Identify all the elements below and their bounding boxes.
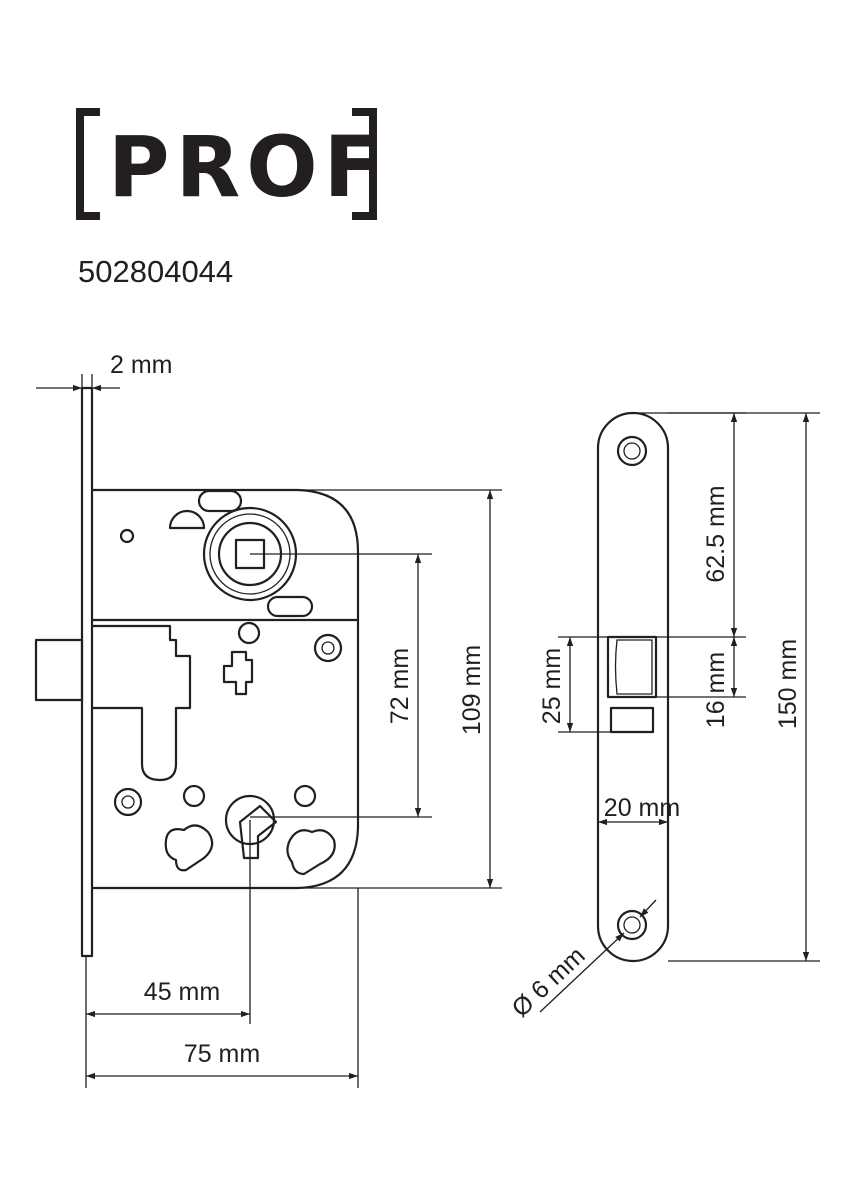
- latch-window: [606, 635, 658, 699]
- dim-case-height-label: 109 mm: [458, 645, 486, 735]
- faceplate-front-view: [596, 411, 670, 963]
- dimension-top-to-latch: 62.5 mm: [632, 412, 746, 638]
- dimension-plate-thickness: 2 mm: [36, 351, 173, 392]
- mounting-hole-lower-left: [113, 787, 143, 817]
- dim-plate-width-label: 20 mm: [604, 794, 680, 822]
- lower-slot: [266, 595, 314, 618]
- dim-latch-height-label: 16 mm: [702, 652, 730, 728]
- latch-lever: [92, 624, 192, 782]
- dim-hole-diameter-label: Ø 6 mm: [506, 942, 590, 1023]
- dimension-case-height: 109 mm: [300, 489, 502, 889]
- heart-cutout-right: [286, 829, 336, 876]
- faceplate-side: [80, 386, 94, 958]
- upper-slot: [197, 489, 243, 513]
- half-moon-stop: [168, 509, 206, 530]
- faceplate-hole-top: [616, 435, 648, 467]
- small-hole-right: [293, 784, 317, 808]
- spring-block: [222, 650, 254, 696]
- dim-top-to-latch-label: 62.5 mm: [702, 485, 730, 582]
- dimension-plate-width: 20 mm: [598, 794, 680, 826]
- pivot-pin: [237, 621, 261, 645]
- dim-backset-label: 45 mm: [144, 978, 220, 1006]
- dimension-backset: 45 mm: [85, 820, 251, 1088]
- mounting-hole-upper: [313, 633, 343, 663]
- deadbolt-window: [609, 706, 655, 734]
- dim-plate-thickness-label: 2 mm: [110, 351, 173, 379]
- heart-cutout-left: [164, 824, 214, 872]
- dimension-plate-length: 150 mm: [668, 412, 820, 962]
- logo-right-bracket: [352, 108, 377, 220]
- dimension-case-width: 75 mm: [86, 888, 359, 1088]
- logo-left-bracket: [76, 108, 100, 220]
- lock-case: [92, 488, 360, 890]
- dim-spindle-to-key-label: 72 mm: [386, 648, 414, 724]
- logo-text: PROF: [108, 118, 387, 216]
- dim-plate-length-label: 150 mm: [774, 639, 802, 729]
- product-code: 502804044: [78, 254, 233, 289]
- dim-latch-window-label: 25 mm: [538, 648, 566, 724]
- lock-body-view: [34, 386, 360, 958]
- key-hole: [224, 794, 278, 860]
- latch-bevel: [614, 639, 653, 695]
- faceplate-hole-bottom: [616, 909, 648, 941]
- dim-case-width-label: 75 mm: [184, 1040, 260, 1068]
- small-hole-left: [182, 784, 206, 808]
- small-pin-hole: [119, 528, 135, 544]
- latch-bolt: [34, 638, 84, 702]
- dimension-latch-height: 16 mm: [656, 637, 746, 728]
- dimension-latch-window: 25 mm: [538, 636, 611, 733]
- dimension-spindle-to-key: 72 mm: [250, 553, 432, 818]
- brand-logo: PROF: [76, 108, 387, 220]
